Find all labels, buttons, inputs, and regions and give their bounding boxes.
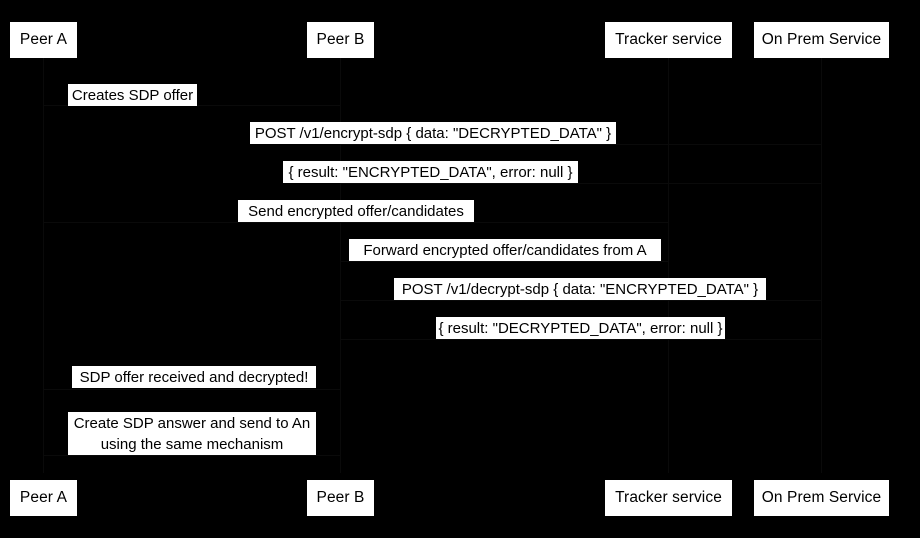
- message-label-encrypt-sdp-response: { result: "ENCRYPTED_DATA", error: null …: [283, 161, 578, 183]
- participant-label: Peer A: [19, 489, 68, 507]
- message-label-create-sdp-answer: Create SDP answer and send to An using t…: [68, 412, 316, 455]
- message-label-sdp-offer-received: SDP offer received and decrypted!: [72, 366, 316, 388]
- arrow-msg-4: [43, 222, 668, 223]
- participant-tracker-top[interactable]: Tracker service: [605, 22, 732, 58]
- message-label-encrypt-sdp-request: POST /v1/encrypt-sdp { data: "DECRYPTED_…: [250, 122, 616, 144]
- lifeline-tracker: [668, 58, 669, 473]
- arrow-msg-5: [340, 261, 668, 262]
- participant-label: Tracker service: [615, 31, 722, 49]
- lifeline-peer-a: [43, 58, 44, 473]
- participant-peer-a-bottom[interactable]: Peer A: [10, 480, 77, 516]
- lifeline-on-prem: [821, 58, 822, 473]
- participant-label: Peer B: [316, 31, 365, 49]
- participant-label: Peer B: [316, 489, 365, 507]
- participant-label: On Prem Service: [761, 489, 882, 507]
- lifeline-peer-b: [340, 58, 341, 473]
- arrow-msg-9: [43, 455, 340, 456]
- participant-label: Peer A: [19, 31, 68, 49]
- participant-on-prem-bottom[interactable]: On Prem Service: [754, 480, 889, 516]
- participant-tracker-bottom[interactable]: Tracker service: [605, 480, 732, 516]
- message-label-send-encrypted-offer: Send encrypted offer/candidates: [238, 200, 474, 222]
- participant-peer-b-top[interactable]: Peer B: [307, 22, 374, 58]
- message-label-decrypt-sdp-response: { result: "DECRYPTED_DATA", error: null …: [436, 317, 725, 339]
- participant-peer-a-top[interactable]: Peer A: [10, 22, 77, 58]
- participant-peer-b-bottom[interactable]: Peer B: [307, 480, 374, 516]
- message-label-creates-sdp-offer: Creates SDP offer: [68, 84, 197, 106]
- participant-label: Tracker service: [615, 489, 722, 507]
- participant-on-prem-top[interactable]: On Prem Service: [754, 22, 889, 58]
- message-label-forward-encrypted-offer: Forward encrypted offer/candidates from …: [349, 239, 661, 261]
- participant-label: On Prem Service: [761, 31, 882, 49]
- arrow-msg-7: [340, 339, 821, 340]
- arrow-msg-2: [340, 144, 821, 145]
- arrow-msg-8: [43, 389, 340, 390]
- arrow-msg-3: [340, 183, 821, 184]
- message-label-decrypt-sdp-request: POST /v1/decrypt-sdp { data: "ENCRYPTED_…: [394, 278, 766, 300]
- arrow-msg-6: [340, 300, 821, 301]
